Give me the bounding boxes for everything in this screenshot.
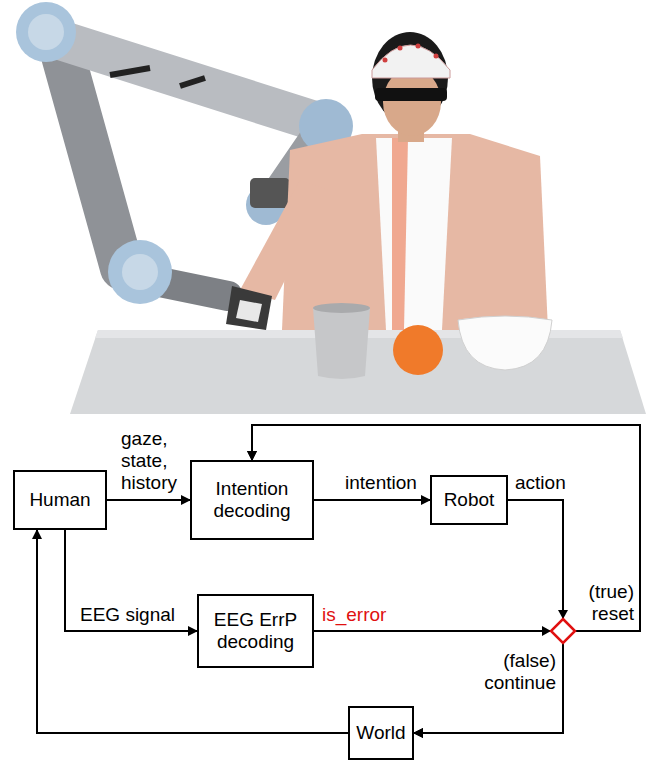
box-label: Robot — [444, 489, 495, 511]
branch-label: (false) continue — [472, 650, 556, 694]
signal-label: EEG signal — [80, 604, 175, 626]
flow-arrow — [414, 500, 563, 733]
signal-label: gaze, state, history — [121, 428, 189, 494]
flow-arrow — [65, 530, 197, 631]
text-stack: Human — [29, 489, 90, 511]
process-box: EEG ErrP decoding — [197, 594, 314, 668]
error-flag-label: is_error — [322, 604, 386, 626]
signal-label: action — [515, 472, 566, 494]
flow-arrow — [37, 530, 348, 733]
text-stack: Intention decoding — [192, 478, 312, 522]
environment-box: World — [348, 706, 414, 760]
box-label: EEG ErrP decoding — [199, 609, 312, 653]
actor-box: Human — [13, 470, 107, 530]
box-label: World — [356, 722, 405, 744]
flow-arrow — [107, 499, 190, 501]
flow-arrow — [314, 499, 430, 501]
process-box: Robot — [430, 475, 508, 525]
text-stack: World — [356, 722, 405, 744]
robot-photo — [0, 0, 650, 420]
signal-label: intention — [345, 472, 417, 494]
box-label: Intention decoding — [192, 478, 312, 522]
table-objects — [313, 303, 552, 379]
process-box: Intention decoding — [190, 460, 314, 540]
text-stack: Robot — [444, 489, 495, 511]
text-stack: EEG ErrP decoding — [199, 609, 312, 653]
branch-label: (true) reset — [572, 581, 634, 625]
box-label: Human — [29, 489, 90, 511]
decision-diamond — [539, 607, 587, 655]
person — [226, 32, 548, 330]
